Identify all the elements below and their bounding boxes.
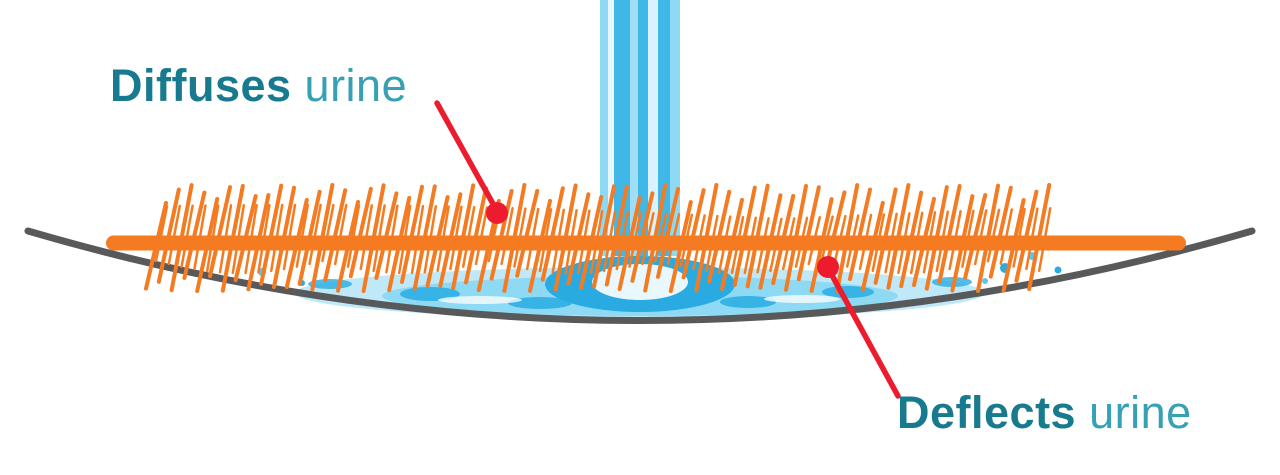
- pointer-dot-diffuses: [486, 202, 508, 224]
- label-deflects-normal: urine: [1089, 387, 1192, 438]
- label-diffuses-normal: urine: [304, 60, 408, 111]
- pointer-dot-deflects: [817, 256, 839, 278]
- pointer-line-deflects: [825, 265, 901, 399]
- label-deflects-bold: Deflects: [897, 387, 1077, 438]
- pointer-line-diffuses: [434, 100, 500, 214]
- label-diffuses-bold: Diffuses: [110, 60, 292, 111]
